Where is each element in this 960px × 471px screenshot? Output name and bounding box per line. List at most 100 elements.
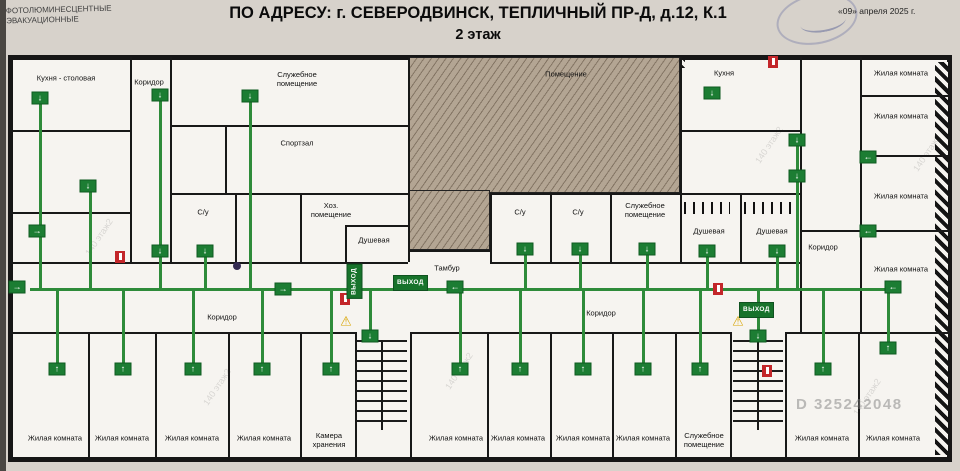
wall [408,57,410,262]
room-label: Душевая [358,235,390,245]
wall [408,250,490,252]
fire-equipment-icon [115,251,125,263]
room-label: Жилая комната [873,111,929,121]
wall [225,125,227,193]
room-label: Жилая комната [164,433,220,443]
room-label: Служебное помещение [624,201,666,219]
exit-direction-sign-icon: ← [859,150,877,164]
exit-direction-sign-icon: ↑ [114,362,132,376]
wall [680,130,800,132]
evacuation-route-line [524,252,527,290]
wall [235,193,237,262]
exit-direction-sign-icon: ↑ [451,362,469,376]
evacuation-route-line [330,289,333,371]
room-label: С/у [197,207,209,217]
exit-direction-sign-icon: ↓ [698,244,716,258]
wall [10,130,130,132]
evacuation-route-line [579,252,582,290]
evacuation-route-line [369,289,372,337]
exit-direction-sign-icon: ← [859,224,877,238]
evacuation-route-line [642,289,645,371]
room-label: Спортзал [280,138,314,148]
wall [170,57,172,262]
exit-direction-sign-icon: ↓ [241,89,259,103]
wall [675,332,677,457]
hatched-area [408,57,680,193]
evacuation-route-line [122,289,125,371]
wall [410,332,412,457]
room-label: Жилая комната [490,433,546,443]
room-label: Хоз. помещение [310,201,352,219]
room-label: Жилая комната [428,433,484,443]
exit-direction-sign-icon: ↓ [788,169,806,183]
wall [345,225,347,262]
room-label: Жилая комната [873,191,929,201]
exit-direction-sign-icon: ↓ [151,244,169,258]
fire-equipment-icon [713,283,723,295]
exit-direction-sign-icon: ↓ [79,179,97,193]
wall [487,332,489,457]
exit-direction-sign-icon: → [8,280,26,294]
exit-direction-sign-icon: ↑ [322,362,340,376]
floor-label: 2 этаж [455,27,501,43]
evacuation-route-line [519,289,522,371]
exit-direction-sign-icon: ↓ [151,88,169,102]
room-label: Жилая комната [865,433,921,443]
room-label: Коридор [134,77,164,87]
exit-direction-sign-icon: ↑ [634,362,652,376]
wall [858,332,860,457]
wall [300,193,302,262]
wall [490,193,800,195]
evacuation-route-line [56,289,59,371]
door-marker-dot [233,262,241,270]
exit-direction-sign-icon: ↓ [31,91,49,105]
wall [785,332,950,334]
exit-direction-sign-icon: ↑ [253,362,271,376]
stairs-stringer [381,340,383,430]
room-label: Жилая комната [94,433,150,443]
wall [170,125,408,127]
wall [10,332,355,334]
wall [610,193,612,262]
wall [860,57,862,332]
stamp-date: «09» апреля 2025 г. [838,6,916,16]
fire-equipment-icon [340,293,350,305]
evacuation-route-line [646,252,649,290]
exit-direction-sign-icon: ↓ [749,329,767,343]
wall [10,262,408,264]
wall [550,332,552,457]
exit-direction-sign-icon: ↓ [768,244,786,258]
room-label: Кухня - столовая [36,73,96,83]
exit-direction-sign-icon: → [274,282,292,296]
watermark-doc-id: D 325242048 [796,396,903,413]
wall [860,155,950,157]
exit-direction-sign-icon: ↑ [691,362,709,376]
room-label: Душевая [756,226,788,236]
room-label: Душевая [693,226,725,236]
evacuation-route-line [887,289,890,351]
wall-ticks [744,202,796,214]
wall [730,332,732,457]
evacuation-route-line [249,100,252,290]
exit-direction-sign-icon: ↑ [184,362,202,376]
exit-direction-sign-icon: ↓ [361,329,379,343]
wall [680,57,682,262]
fire-equipment-icon [768,56,778,68]
exit-direction-sign-icon: ↑ [511,362,529,376]
room-label: Коридор [207,312,237,322]
exit-direction-sign-icon: ↓ [196,244,214,258]
warning-icon: ⚠ [340,313,352,329]
wall [300,332,302,457]
wall-ticks [684,202,730,214]
wall [612,332,614,457]
wall [345,225,408,227]
wall [550,193,552,262]
room-label: Служебное помещение [276,70,318,88]
exit-direction-sign-icon: → [28,224,46,238]
exit-sign: ВЫХОД [393,275,428,291]
exit-direction-sign-icon: ↑ [48,362,66,376]
exit-direction-sign-icon: ↓ [516,242,534,256]
wall [860,95,950,97]
corner-note-line2: ЭВАКУАЦИОННЫЕ [6,14,79,26]
room-label: Помещение [545,69,587,79]
